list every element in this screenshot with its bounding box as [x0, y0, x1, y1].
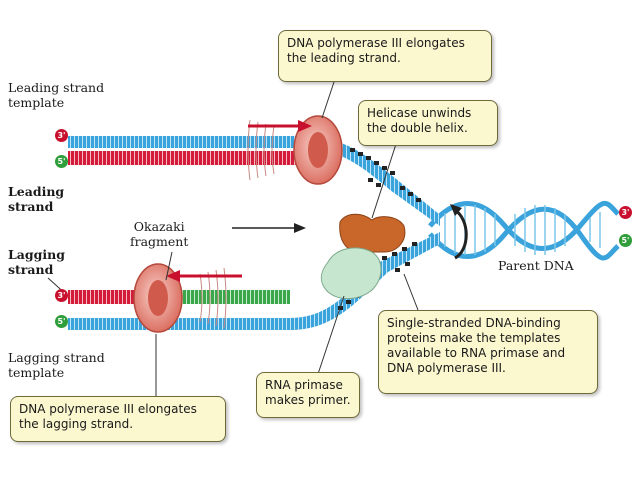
okazaki-fragment-label: Okazaki fragment [130, 219, 189, 249]
lagging-strand-template [68, 232, 440, 330]
callout-helicase: Helicase unwinds the double helix. [358, 100, 498, 146]
okazaki-fragment-segment [158, 290, 290, 304]
callout-rna-primase: RNA primase makes primer. [256, 372, 360, 418]
parent-dna-label: Parent DNA [498, 258, 574, 273]
dna-polymerase-iii-leading [247, 115, 343, 185]
leading-strand-template [68, 136, 440, 226]
leading-strand-template-label: Leading strand template [8, 80, 105, 110]
leading-strand-label: Leading strand [8, 184, 65, 214]
unwinding-arrow [454, 208, 468, 260]
callout-polymerase-lagging: DNA polymerase III elongates the lagging… [10, 396, 226, 442]
fork-arrow-head [294, 223, 306, 233]
parent-top-end-marker: 3' [619, 206, 632, 219]
lagging-bottom-end-marker: 5' [55, 315, 68, 328]
leading-top-end-marker: 3' [55, 129, 68, 142]
callout-polymerase-leading: DNA polymerase III elongates the leading… [278, 30, 492, 82]
rna-primase [320, 247, 382, 299]
lagging-strand-template-label: Lagging strand template [8, 350, 105, 380]
leading-bottom-end-marker: 5' [55, 155, 68, 168]
lagging-arrow-head [166, 270, 180, 282]
lagging-top-end-marker: 3' [55, 289, 68, 302]
parent-bottom-end-marker: 5' [619, 234, 632, 247]
parent-dna-helix [428, 201, 620, 261]
leading-arrow-head [298, 120, 312, 132]
unwinding-arrow-head [450, 204, 462, 216]
callout-ssb-proteins: Single-stranded DNA-binding proteins mak… [378, 310, 598, 394]
leader-lines [47, 81, 419, 396]
helicase [339, 213, 406, 253]
lagging-strand-label: Lagging strand [8, 247, 65, 277]
